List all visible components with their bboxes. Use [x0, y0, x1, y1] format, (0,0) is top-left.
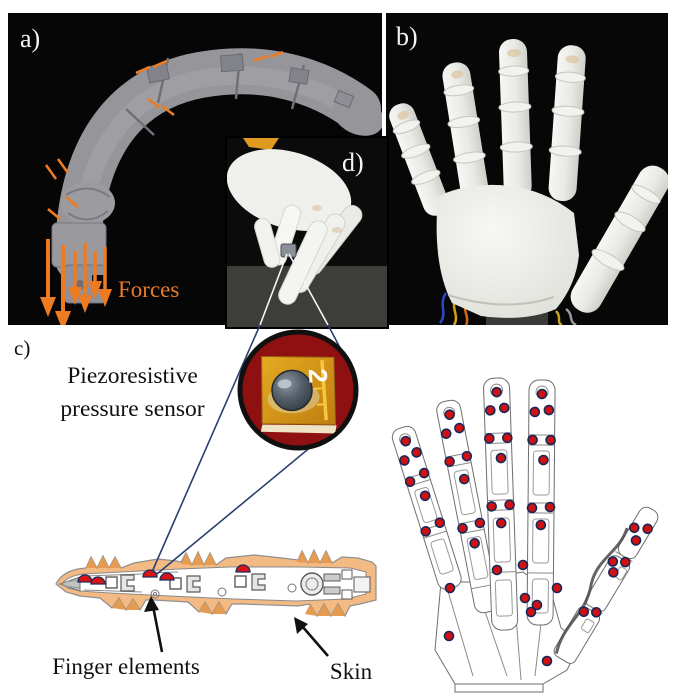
force-arrows — [40, 239, 112, 325]
pinched-sensor-object — [280, 243, 297, 258]
sensor-caption: Piezoresistive pressure sensor — [60, 363, 205, 422]
hand-fingers — [389, 39, 668, 313]
sensor-marking-text: 2 — [303, 368, 334, 385]
panel-c-label: c) — [14, 336, 31, 360]
panel-b-label: b) — [396, 22, 418, 51]
kapton-sensor-photo: 2 — [260, 355, 337, 434]
panel-d — [225, 136, 389, 329]
tendon-marks — [44, 50, 284, 220]
skin-label: Skin — [329, 659, 373, 684]
sensor-zoom-circle: 2 — [236, 328, 360, 452]
robotic-hand-photo-illustration — [386, 13, 668, 325]
panel-a-label: a) — [20, 24, 41, 53]
panel-d-label: d) — [342, 148, 364, 177]
sensor-position-dots — [399, 386, 653, 667]
pinch-photo-illustration — [227, 138, 387, 327]
hand-wireframe — [385, 336, 676, 696]
finger-cross-section — [50, 544, 382, 636]
forces-label: Forces — [118, 277, 180, 302]
finger-elements-label: Finger elements — [52, 654, 200, 679]
panel-b — [386, 13, 668, 325]
hand-palm — [436, 184, 579, 318]
finger-internal-elements — [58, 569, 371, 600]
